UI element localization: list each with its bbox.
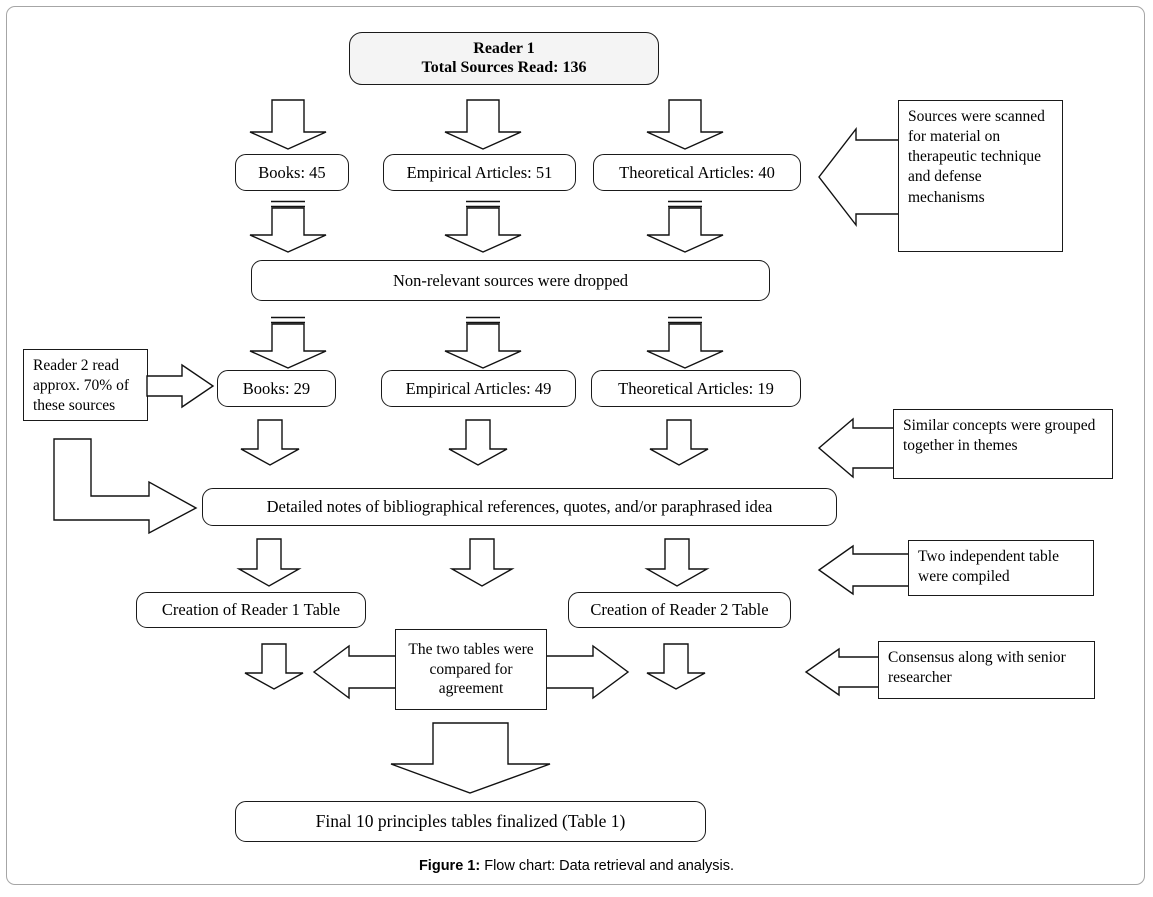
annotation-reader2-read: Reader 2 read approx. 70% of these sourc… <box>23 349 148 421</box>
arrow-down-reader1-table-to-final <box>244 643 304 690</box>
annotation-two-tables: Two independent table were compiled <box>908 540 1094 596</box>
flow-node-theoretical-retained: Theoretical Articles: 19 <box>591 370 801 407</box>
arrow-down-dropped-to-empirical49 <box>444 316 522 369</box>
arrow-down-theoretical-to-dropped <box>646 200 724 253</box>
flow-node-creation-reader2-table: Creation of Reader 2 Table <box>568 592 791 628</box>
arrow-down-to-theoretical40 <box>646 99 724 150</box>
page-border <box>6 6 1145 885</box>
arrow-down-dropped-to-books29 <box>249 316 327 369</box>
arrow-left-two-tables-callout <box>817 544 916 596</box>
flow-node-compare-tables: The two tables were compared for agreeme… <box>395 629 547 710</box>
arrow-down-to-final-principles <box>390 722 551 794</box>
annotation-sources-scanned: Sources were scanned for material on the… <box>898 100 1063 252</box>
arrow-down-to-books45 <box>249 99 327 150</box>
arrow-down-empirical-to-dropped <box>444 200 522 253</box>
arrow-down-notes-to-reader1-table <box>236 538 302 587</box>
empirical-retained-label: Empirical Articles: 49 <box>405 378 552 398</box>
annotation-reader2-read-text: Reader 2 read approx. 70% of these sourc… <box>33 357 129 415</box>
flow-node-books-initial: Books: 45 <box>235 154 349 191</box>
flow-node-books-retained: Books: 29 <box>217 370 336 407</box>
arrow-down-dropped-to-theoretical19 <box>646 316 724 369</box>
arrow-left-compare-to-reader1 <box>312 644 397 700</box>
figure-caption-text: Flow chart: Data retrieval and analysis. <box>480 858 735 874</box>
nonrelevant-dropped-label: Non-relevant sources were dropped <box>392 270 629 290</box>
detailed-notes-label: Detailed notes of bibliographical refere… <box>266 497 773 517</box>
arrow-right-reader2-to-books29 <box>146 363 215 409</box>
arrow-down-reader2-table-to-final <box>646 643 706 690</box>
header-line2: Total Sources Read: 136 <box>421 58 587 76</box>
annotation-themes-text: Similar concepts were grouped together i… <box>903 417 1096 455</box>
compare-tables-label: The two tables were compared for agreeme… <box>408 640 534 698</box>
arrow-down-books29-to-notes <box>240 419 300 466</box>
creation-reader2-table-label: Creation of Reader 2 Table <box>590 600 769 620</box>
flow-node-detailed-notes: Detailed notes of bibliographical refere… <box>202 488 837 526</box>
flow-node-reader1-header: Reader 1 Total Sources Read: 136 <box>349 32 659 85</box>
flow-node-theoretical-initial: Theoretical Articles: 40 <box>593 154 801 191</box>
annotation-two-tables-text: Two independent table were compiled <box>918 548 1059 586</box>
final-principles-label: Final 10 principles tables finalized (Ta… <box>315 811 626 832</box>
theoretical-retained-label: Theoretical Articles: 19 <box>618 378 774 398</box>
figure-caption: Figure 1: Flow chart: Data retrieval and… <box>0 858 1153 874</box>
header-line1: Reader 1 <box>473 39 535 57</box>
books-initial-label: Books: 45 <box>258 162 326 182</box>
arrow-elbow-reader2-to-notes <box>53 438 198 535</box>
arrow-down-to-empirical51 <box>444 99 522 150</box>
flow-node-empirical-retained: Empirical Articles: 49 <box>381 370 576 407</box>
arrow-right-compare-to-reader2 <box>545 644 630 700</box>
theoretical-initial-label: Theoretical Articles: 40 <box>619 162 775 182</box>
empirical-initial-label: Empirical Articles: 51 <box>406 162 553 182</box>
flow-node-creation-reader1-table: Creation of Reader 1 Table <box>136 592 366 628</box>
annotation-themes: Similar concepts were grouped together i… <box>893 409 1113 479</box>
flow-node-final-principles: Final 10 principles tables finalized (Ta… <box>235 801 706 842</box>
arrow-down-empirical49-to-notes <box>448 419 508 466</box>
creation-reader1-table-label: Creation of Reader 1 Table <box>161 600 341 620</box>
books-retained-label: Books: 29 <box>242 378 311 398</box>
flow-node-empirical-initial: Empirical Articles: 51 <box>383 154 576 191</box>
arrow-down-notes-to-reader2-table <box>644 538 710 587</box>
flow-node-nonrelevant-dropped: Non-relevant sources were dropped <box>251 260 770 301</box>
arrow-down-theoretical19-to-notes <box>649 419 709 466</box>
figure-caption-label: Figure 1: <box>418 858 481 874</box>
arrow-down-notes-center <box>449 538 515 587</box>
annotation-sources-scanned-text: Sources were scanned for material on the… <box>908 108 1045 206</box>
arrow-down-books-to-dropped <box>249 200 327 253</box>
annotation-consensus-text: Consensus along with senior researcher <box>888 649 1066 687</box>
annotation-consensus: Consensus along with senior researcher <box>878 641 1095 699</box>
